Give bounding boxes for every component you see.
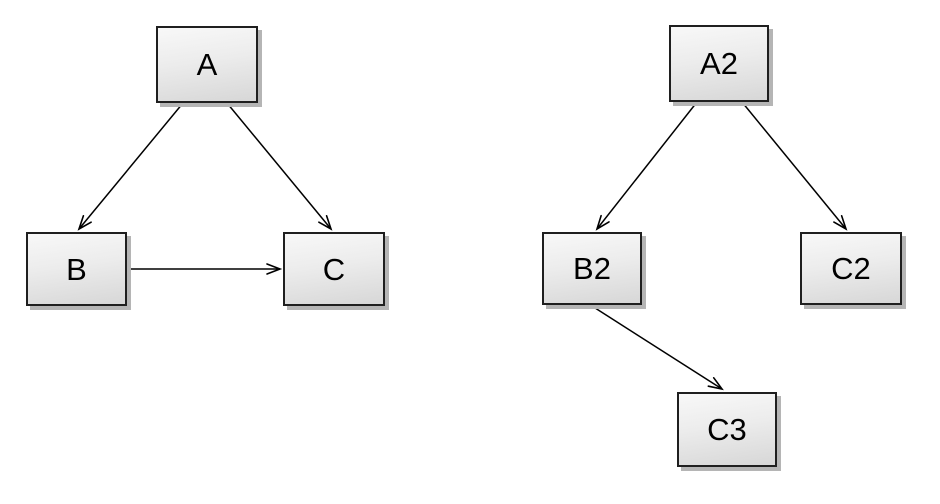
node-A: A (156, 26, 258, 103)
node-label-C2: C2 (831, 251, 871, 286)
edge-A2-to-C2 (741, 101, 848, 231)
node-label-A2: A2 (700, 46, 738, 81)
node-label-C: C (322, 251, 346, 287)
edge-A-to-B (77, 102, 184, 231)
edge-A-to-C (226, 102, 333, 231)
node-label-A: A (196, 47, 218, 82)
edges-group (77, 101, 848, 391)
node-B: B (26, 232, 127, 306)
node-A2: A2 (669, 25, 769, 102)
node-label-C3: C3 (707, 412, 747, 447)
node-C: C (283, 232, 385, 306)
edge-B2-to-C3 (591, 305, 724, 391)
node-C3: C3 (677, 392, 777, 467)
node-label-B: B (66, 251, 87, 287)
node-C2: C2 (800, 232, 902, 305)
node-label-B2: B2 (573, 251, 611, 286)
node-B2: B2 (542, 232, 642, 305)
edge-A2-to-B2 (595, 101, 698, 231)
